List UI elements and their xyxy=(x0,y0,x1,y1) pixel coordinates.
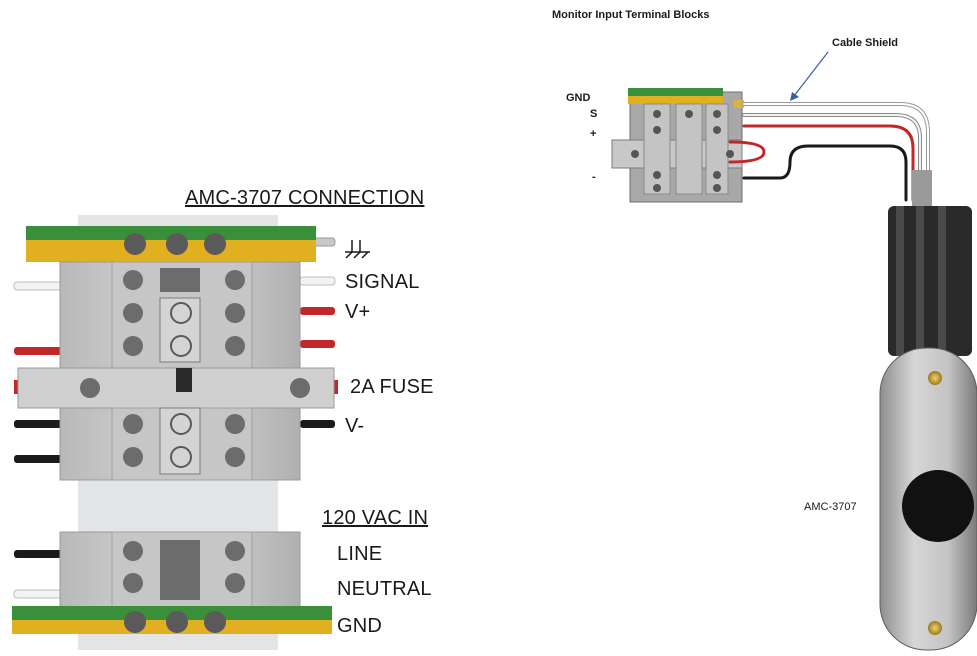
device-screw-top xyxy=(928,371,942,385)
fuse-holder-ring-3 xyxy=(170,413,192,435)
vminus-wire-right xyxy=(300,420,335,428)
ac-screw-2 xyxy=(225,541,245,561)
fuse-element xyxy=(176,368,192,392)
ac-screw-1 xyxy=(123,541,143,561)
monitor-s-label: S xyxy=(590,108,598,120)
fuse-holder-ring-1 xyxy=(170,302,192,324)
vplus-wire xyxy=(742,124,915,202)
lower-screw-1 xyxy=(123,414,143,434)
monitor-screw-3 xyxy=(713,110,721,118)
top-ground-screw-2 xyxy=(166,233,188,255)
line-wire-left xyxy=(14,550,64,558)
monitor-fuse-screw-left xyxy=(631,150,639,158)
cable-jacket xyxy=(912,170,932,210)
monitor-minus-label: - xyxy=(592,171,596,183)
upper-screw-6 xyxy=(225,336,245,356)
device-sensor xyxy=(902,470,974,542)
vplus-wire-left xyxy=(14,347,64,355)
neutral-label: NEUTRAL xyxy=(337,578,432,600)
upper-screw-3 xyxy=(123,303,143,323)
signal-label: SIGNAL xyxy=(345,271,420,293)
top-ground-screw-1 xyxy=(124,233,146,255)
vplus-wire-right-2 xyxy=(300,340,335,348)
monitor-screw-5 xyxy=(713,126,721,134)
monitor-screw-8 xyxy=(653,184,661,192)
top-ground-screw-3 xyxy=(204,233,226,255)
shield-wire xyxy=(742,102,930,202)
vminus-wire xyxy=(742,144,908,202)
monitor-ground-yellow xyxy=(628,96,723,104)
device-screw-bottom xyxy=(928,621,942,635)
signal-wire xyxy=(742,113,922,202)
ac-terminal-slot xyxy=(160,540,200,600)
lower-screw-4 xyxy=(225,447,245,467)
upper-terminal-slot xyxy=(160,268,200,292)
monitor-terminal-title: Monitor Input Terminal Blocks xyxy=(552,9,710,21)
cable-shield-label: Cable Shield xyxy=(832,37,899,49)
monitor-screw-1 xyxy=(653,110,661,118)
monitor-screw-6 xyxy=(653,171,661,179)
device-label: AMC-3707 xyxy=(804,501,857,513)
upper-screw-5 xyxy=(123,336,143,356)
ac-screw-3 xyxy=(123,573,143,593)
fuse-holder-ring-2 xyxy=(170,335,192,357)
monitor-block-col-2 xyxy=(675,103,703,195)
monitor-screw-4 xyxy=(653,126,661,134)
fuse-bar-screw-left xyxy=(80,378,100,398)
vplus-label: V+ xyxy=(345,301,371,323)
monitor-terminal-assembly xyxy=(611,88,744,203)
vminus-wire-left-1 xyxy=(14,420,64,428)
ac-screw-4 xyxy=(225,573,245,593)
monitor-fuse-screw-right xyxy=(726,150,734,158)
bottom-ground-screw-3 xyxy=(204,611,226,633)
monitor-shield-lug xyxy=(734,100,744,108)
signal-wire-core xyxy=(743,114,921,201)
fuse-holder-lower xyxy=(159,407,201,475)
monitor-plus-label: + xyxy=(590,128,597,140)
monitor-screw-9 xyxy=(713,184,721,192)
amc-3707-device xyxy=(879,206,977,651)
cable-shield-arrow xyxy=(790,51,829,101)
monitor-block-col-3 xyxy=(705,103,729,195)
connection-title: AMC-3707 CONNECTION xyxy=(185,187,425,209)
shield-wire-core xyxy=(743,103,929,201)
cable-wires xyxy=(728,102,930,202)
device-connector-ridge-1 xyxy=(896,206,904,356)
signal-wire-right xyxy=(299,276,336,286)
vminus-label: V- xyxy=(345,415,365,437)
top-ground-rail-green xyxy=(26,226,316,240)
upper-screw-2 xyxy=(225,270,245,290)
device-connector-ridge-2 xyxy=(916,206,924,356)
monitor-gnd-label: GND xyxy=(566,92,591,104)
ac-input-title: 120 VAC IN xyxy=(322,507,429,529)
bottom-ground-screw-1 xyxy=(124,611,146,633)
vminus-wire-left-2 xyxy=(14,455,64,463)
device-connector-ridge-3 xyxy=(938,206,946,356)
lower-screw-2 xyxy=(225,414,245,434)
ground-symbol-icon xyxy=(345,240,370,259)
signal-wire-left xyxy=(13,281,65,291)
bottom-ground-screw-2 xyxy=(166,611,188,633)
lower-screw-3 xyxy=(123,447,143,467)
monitor-ground-green xyxy=(628,88,723,96)
neutral-wire-left xyxy=(13,589,65,599)
gnd-label: GND xyxy=(337,615,383,637)
monitor-block-col-1 xyxy=(643,103,671,195)
fuse-holder-upper xyxy=(159,297,201,363)
vplus-wire-right-1 xyxy=(300,307,335,315)
upper-screw-1 xyxy=(123,270,143,290)
left-terminal-assembly xyxy=(12,215,338,650)
fuse-bar-screw-right xyxy=(290,378,310,398)
fuse-label: 2A FUSE xyxy=(350,376,434,398)
line-label: LINE xyxy=(337,543,383,565)
device-connector-body xyxy=(888,206,972,356)
fuse-loop-wire xyxy=(728,140,766,164)
monitor-screw-2 xyxy=(685,110,693,118)
monitor-screw-7 xyxy=(713,171,721,179)
fuse-holder-ring-4 xyxy=(170,446,192,468)
upper-screw-4 xyxy=(225,303,245,323)
